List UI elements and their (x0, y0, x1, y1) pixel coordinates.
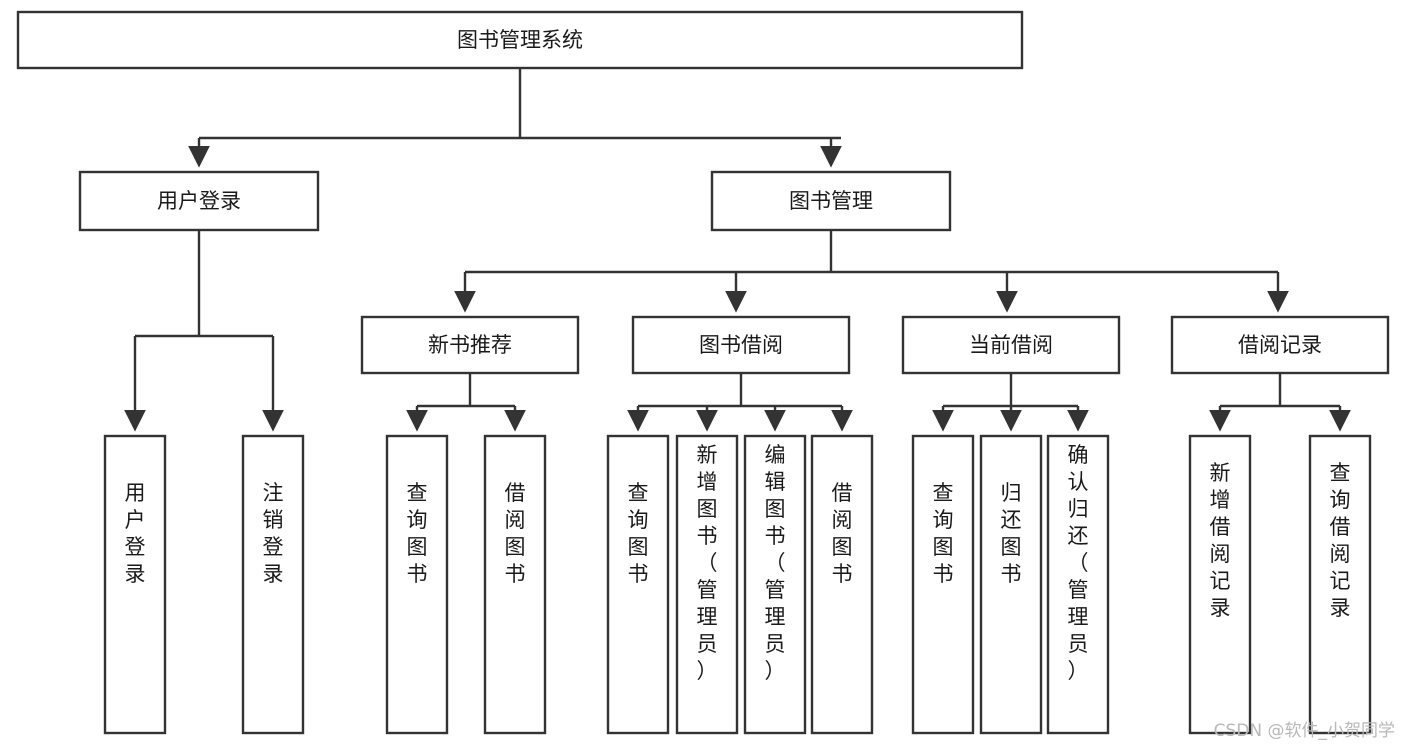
leaf-add-record-box[interactable] (1188, 434, 1252, 735)
node-leaf-user-login[interactable]: 用户登录 (103, 434, 167, 735)
new-book-recommend-label: 新书推荐 (428, 333, 512, 357)
user-login-box[interactable] (78, 170, 320, 232)
root-label: 图书管理系统 (457, 28, 583, 52)
node-book-management[interactable]: 图书管理 (710, 170, 952, 232)
root-box[interactable] (16, 10, 1024, 70)
node-leaf-query-book-3[interactable]: 查询图书 (911, 434, 975, 735)
connector-layer (124, 68, 1351, 432)
leaf-query-record-label: 查询借阅记录 (1330, 461, 1351, 620)
leaf-add-record-label: 新增借阅记录 (1210, 461, 1231, 620)
leaf-query-book-3-label: 查询图书 (933, 481, 954, 586)
leaf-query-record-box[interactable] (1308, 434, 1372, 735)
leaf-borrow-book-2-label: 借阅图书 (832, 481, 853, 586)
leaf-borrow-book-1-box[interactable] (483, 434, 547, 735)
node-leaf-query-book-1[interactable]: 查询图书 (385, 434, 449, 735)
node-user-login[interactable]: 用户登录 (78, 170, 320, 232)
current-borrow-label: 当前借阅 (969, 333, 1053, 357)
leaf-edit-book-label: 编辑图书（管理员） (765, 443, 786, 683)
leaf-return-book-box[interactable] (979, 434, 1043, 735)
leaf-query-book-3-box[interactable] (911, 434, 975, 735)
book-management-label: 图书管理 (789, 189, 873, 213)
borrow-record-box[interactable] (1170, 315, 1390, 375)
book-management-box[interactable] (710, 170, 952, 232)
leaf-borrow-book-2-box[interactable] (810, 434, 874, 735)
leaf-add-book-box[interactable] (675, 434, 739, 735)
new-book-recommend-box[interactable] (360, 315, 580, 375)
leaf-edit-book-box[interactable] (743, 434, 807, 735)
book-borrow-box[interactable] (631, 315, 851, 375)
node-leaf-query-book-2[interactable]: 查询图书 (606, 434, 670, 735)
user-login-label: 用户登录 (157, 189, 241, 213)
node-leaf-edit-book[interactable]: 编辑图书（管理员） (743, 434, 807, 735)
leaf-confirm-return-label: 确认归还（管理员） (1068, 443, 1089, 683)
leaf-logout-login-label: 注销登录 (263, 481, 284, 586)
node-book-borrow[interactable]: 图书借阅 (631, 315, 851, 375)
node-leaf-add-book[interactable]: 新增图书（管理员） (675, 434, 739, 735)
leaf-confirm-return-box[interactable] (1046, 434, 1110, 735)
node-leaf-logout-login[interactable]: 注销登录 (241, 434, 305, 735)
node-leaf-confirm-return[interactable]: 确认归还（管理员） (1046, 434, 1110, 735)
node-leaf-add-record[interactable]: 新增借阅记录 (1188, 434, 1252, 735)
leaf-query-book-1-label: 查询图书 (407, 481, 428, 586)
node-current-borrow[interactable]: 当前借阅 (901, 315, 1121, 375)
current-borrow-box[interactable] (901, 315, 1121, 375)
leaf-query-book-1-box[interactable] (385, 434, 449, 735)
leaf-user-login-label: 用户登录 (125, 481, 146, 586)
leaf-borrow-book-1-label: 借阅图书 (505, 481, 526, 586)
leaf-user-login-box[interactable] (103, 434, 167, 735)
node-borrow-record[interactable]: 借阅记录 (1170, 315, 1390, 375)
leaf-return-book-label: 归还图书 (1001, 481, 1022, 586)
node-new-book-recommend[interactable]: 新书推荐 (360, 315, 580, 375)
node-leaf-borrow-book-1[interactable]: 借阅图书 (483, 434, 547, 735)
book-borrow-label: 图书借阅 (699, 333, 783, 357)
leaf-add-book-label: 新增图书（管理员） (697, 443, 718, 683)
node-root[interactable]: 图书管理系统 (16, 10, 1024, 70)
node-leaf-return-book[interactable]: 归还图书 (979, 434, 1043, 735)
node-leaf-query-record[interactable]: 查询借阅记录 (1308, 434, 1372, 735)
leaf-logout-login-box[interactable] (241, 434, 305, 735)
leaf-query-book-2-label: 查询图书 (628, 481, 649, 586)
leaf-query-book-2-box[interactable] (606, 434, 670, 735)
borrow-record-label: 借阅记录 (1238, 333, 1322, 357)
node-leaf-borrow-book-2[interactable]: 借阅图书 (810, 434, 874, 735)
